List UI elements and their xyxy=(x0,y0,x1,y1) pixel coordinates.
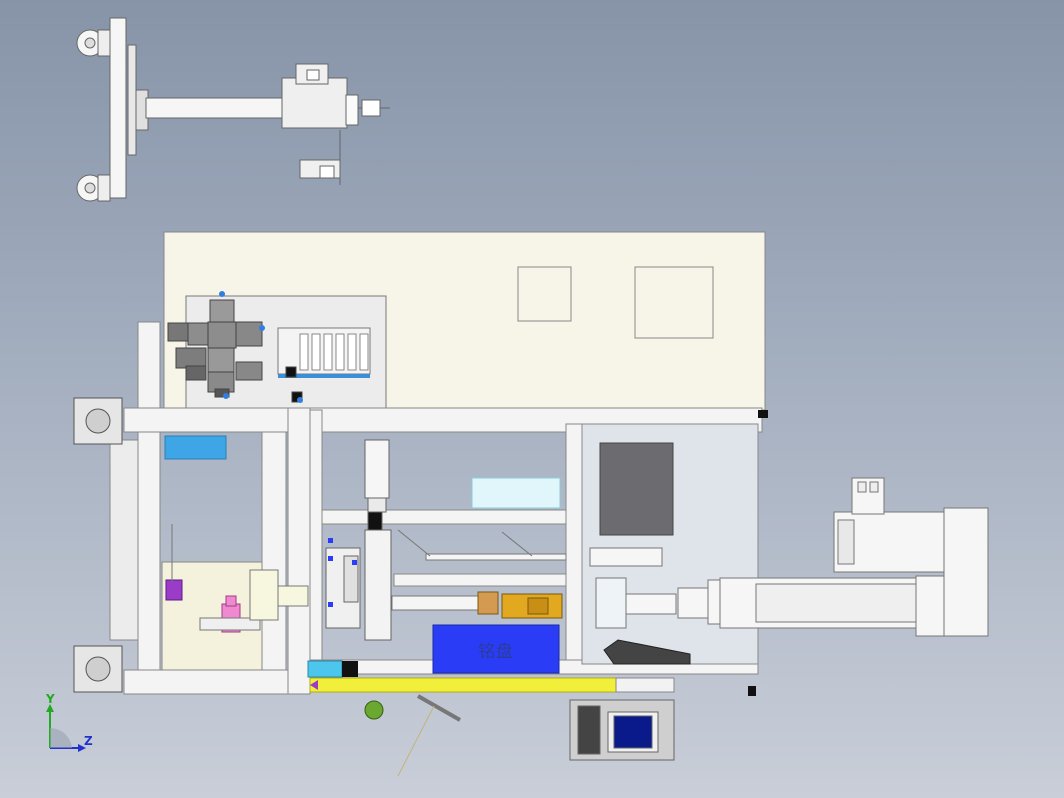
cyan-guard xyxy=(471,477,561,509)
purple-part xyxy=(165,579,183,601)
small-blue-fittings xyxy=(328,538,357,607)
purple-arrow xyxy=(310,680,318,690)
corner-markers xyxy=(748,410,768,696)
servo-actuator xyxy=(589,477,989,637)
axis-triad xyxy=(46,704,86,752)
z-axis-label: Z xyxy=(84,734,93,748)
yellow-rail xyxy=(309,677,617,693)
black-block xyxy=(342,661,358,677)
ramp-piece xyxy=(603,639,691,665)
vertical-slide xyxy=(325,439,392,641)
fitting-blue-dots xyxy=(219,291,303,403)
cross-rods xyxy=(391,529,567,611)
left-subpanel xyxy=(161,561,263,671)
rail-end xyxy=(615,677,675,693)
nameplate-block xyxy=(432,624,560,674)
green-knob xyxy=(364,700,384,720)
cable xyxy=(397,705,435,777)
enclosure-window xyxy=(599,442,674,536)
left-casters xyxy=(73,397,123,693)
left-mechanism xyxy=(171,524,309,631)
gold-cylinder xyxy=(477,591,563,619)
control-box xyxy=(569,699,675,761)
cyan-strip xyxy=(307,660,343,678)
y-axis-label: Y xyxy=(46,692,55,706)
cyan-block xyxy=(164,435,227,460)
handle-rod xyxy=(417,694,461,722)
handle-assembly xyxy=(76,17,390,202)
regulator-cluster xyxy=(167,299,303,403)
